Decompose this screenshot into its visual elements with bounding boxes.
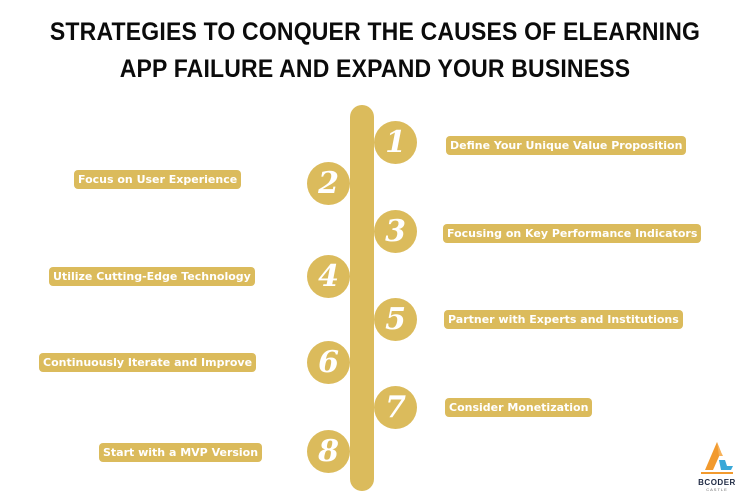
bcoder-castle-logo: BCODER CASTLE xyxy=(697,440,737,496)
step-number-4-badge: 4 xyxy=(307,255,350,298)
title-line-1: STRATEGIES TO CONQUER THE CAUSES OF ELEA… xyxy=(49,18,701,46)
step-1-label: Define Your Unique Value Proposition xyxy=(446,136,687,155)
title-line-2: APP FAILURE AND EXPAND YOUR BUSINESS xyxy=(119,55,631,83)
page-title: STRATEGIES TO CONQUER THE CAUSES OF ELEA… xyxy=(30,14,720,88)
step-3-label: Focusing on Key Performance Indicators xyxy=(443,224,702,243)
step-number-1-badge: 1 xyxy=(374,121,417,164)
step-6-label: Continuously Iterate and Improve xyxy=(39,353,257,372)
step-2-label: Focus on User Experience xyxy=(74,170,242,189)
step-number-2-badge: 2 xyxy=(307,162,350,205)
logo-mark-icon xyxy=(701,442,733,474)
step-5-label: Partner with Experts and Institutions xyxy=(444,310,683,329)
step-number-6-badge: 6 xyxy=(307,341,350,384)
timeline-bar xyxy=(350,105,374,491)
step-7-label: Consider Monetization xyxy=(445,398,593,417)
logo-tagline: CASTLE xyxy=(706,487,728,492)
step-number-7-badge: 7 xyxy=(374,386,417,429)
step-4-label: Utilize Cutting-Edge Technology xyxy=(49,267,255,286)
step-number-3-badge: 3 xyxy=(374,210,417,253)
step-8-label: Start with a MVP Version xyxy=(99,443,263,462)
step-number-5-badge: 5 xyxy=(374,298,417,341)
logo-name: BCODER xyxy=(698,478,736,487)
step-number-8-badge: 8 xyxy=(307,430,350,473)
